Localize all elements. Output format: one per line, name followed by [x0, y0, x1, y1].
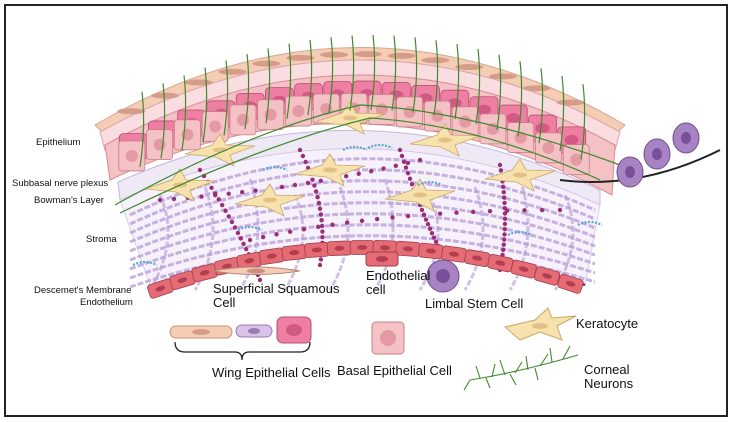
- legend-superficial-squamous-icon: [212, 266, 301, 275]
- endothelium-layer: [147, 240, 586, 299]
- legend-basal-icon: [371, 321, 405, 355]
- legend-neuron-icon: [463, 345, 579, 391]
- label-subbasal-nerve-plexus: Subbasal nerve plexus: [12, 178, 109, 189]
- legend-endothelial-icon: [365, 251, 399, 267]
- legend-label-limbal-stem-cell: Limbal Stem Cell: [425, 296, 524, 311]
- corneal-nerve-fibers: [114, 34, 621, 214]
- limbal-stem-cell-cluster: [559, 122, 721, 188]
- legend-limbal-stem-icon: [426, 259, 460, 293]
- blue-fibril-marks: [132, 143, 603, 266]
- legend-keratocyte-icon: [503, 307, 577, 341]
- label-epithelium: Epithelium: [36, 137, 81, 148]
- legend-label-endothelial: Endothelial cell: [366, 268, 431, 297]
- legend-label-corneal-neurons: Corneal Neurons: [584, 362, 634, 391]
- legend-label-keratocyte: Keratocyte: [576, 316, 639, 331]
- label-stroma: Stroma: [86, 234, 117, 245]
- label-bowmans-layer: Bowman's Layer: [34, 195, 104, 206]
- legend-label-basal-epithelial-cell: Basal Epithelial Cell: [337, 363, 452, 378]
- endothelial-cell-row: [147, 240, 584, 299]
- label-descemets-membrane: Descemet's Membrane: [34, 285, 132, 296]
- legend-label-wing-epithelial-cells: Wing Epithelial Cells: [212, 365, 331, 380]
- keratocyte-cells: [144, 101, 556, 217]
- legend-wing-cells-icons: [169, 316, 312, 361]
- label-endothelium: Endothelium: [80, 297, 133, 308]
- legend-label-superficial-squamous: Superficial Squamous Cell: [213, 281, 340, 310]
- epithelium-layer: [94, 47, 626, 196]
